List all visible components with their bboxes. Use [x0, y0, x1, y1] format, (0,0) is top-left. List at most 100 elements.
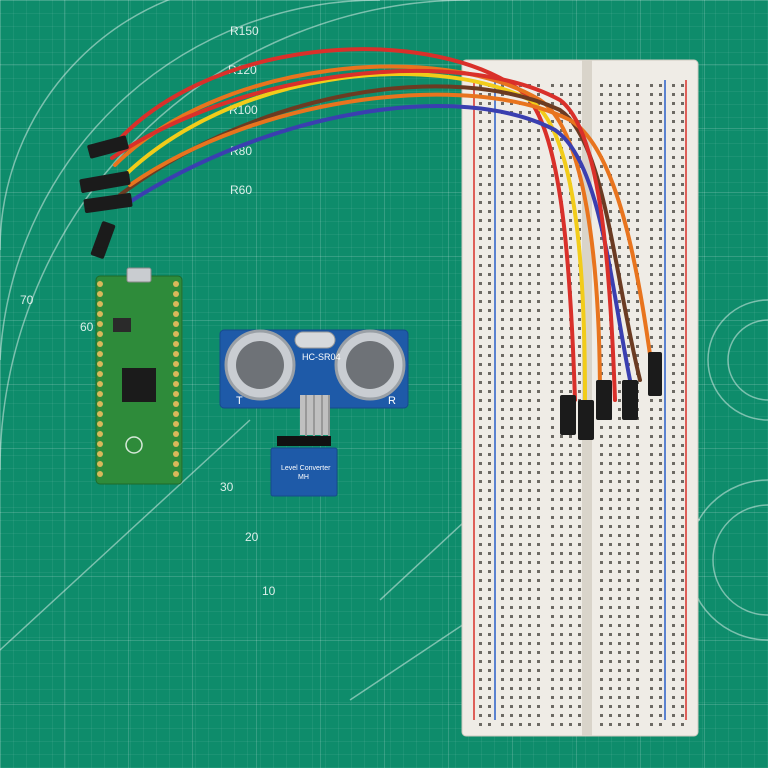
breadboard-hole [618, 156, 621, 159]
breadboard-hole [551, 147, 554, 150]
breadboard-hole [618, 471, 621, 474]
breadboard-hole [551, 624, 554, 627]
breadboard-hole [627, 174, 630, 177]
breadboard-hole [551, 264, 554, 267]
breadboard-hole [488, 651, 491, 654]
breadboard-hole [510, 237, 513, 240]
breadboard-hole [528, 120, 531, 123]
pico-pin [173, 461, 179, 467]
breadboard-hole [488, 282, 491, 285]
breadboard-hole [650, 480, 653, 483]
breadboard-hole [636, 255, 639, 258]
breadboard-hole [636, 84, 639, 87]
breadboard-hole [609, 201, 612, 204]
breadboard-hole [650, 318, 653, 321]
breadboard-hole [551, 444, 554, 447]
breadboard-hole [650, 588, 653, 591]
breadboard-hole [672, 606, 675, 609]
breadboard-hole [636, 237, 639, 240]
breadboard-hole [672, 462, 675, 465]
breadboard-hole [519, 327, 522, 330]
breadboard-hole [510, 561, 513, 564]
pico-pin [173, 371, 179, 377]
breadboard-hole [569, 696, 572, 699]
breadboard-hole [551, 102, 554, 105]
breadboard-hole [650, 498, 653, 501]
breadboard-hole [618, 336, 621, 339]
breadboard-hole [510, 444, 513, 447]
breadboard-hole [519, 597, 522, 600]
breadboard-hole [659, 723, 662, 726]
breadboard-hole [659, 660, 662, 663]
breadboard-hole [672, 633, 675, 636]
breadboard-hole [519, 174, 522, 177]
breadboard-hole [578, 588, 581, 591]
breadboard-hole [659, 282, 662, 285]
breadboard-hole [609, 615, 612, 618]
breadboard-hole [578, 498, 581, 501]
breadboard-hole [650, 336, 653, 339]
pico-pin [173, 291, 179, 297]
breadboard-hole [528, 498, 531, 501]
breadboard-hole [501, 417, 504, 420]
breadboard-hole [569, 534, 572, 537]
breadboard-hole [672, 228, 675, 231]
breadboard-hole [636, 210, 639, 213]
breadboard-hole [636, 534, 639, 537]
breadboard-hole [609, 426, 612, 429]
breadboard-hole [672, 417, 675, 420]
breadboard-hole [510, 579, 513, 582]
breadboard-hole [528, 246, 531, 249]
breadboard-hole [569, 480, 572, 483]
breadboard-hole [618, 579, 621, 582]
breadboard-hole [479, 543, 482, 546]
breadboard-hole [501, 498, 504, 501]
breadboard-hole [681, 291, 684, 294]
breadboard-hole [569, 462, 572, 465]
breadboard-hole [600, 174, 603, 177]
breadboard-hole [618, 480, 621, 483]
breadboard-hole [510, 687, 513, 690]
breadboard-hole [681, 282, 684, 285]
breadboard-hole [600, 84, 603, 87]
breadboard-hole [479, 552, 482, 555]
breadboard-hole [560, 606, 563, 609]
breadboard-hole [681, 408, 684, 411]
breadboard-hole [560, 291, 563, 294]
breadboard-hole [672, 435, 675, 438]
breadboard-hole [618, 228, 621, 231]
breadboard-hole [479, 588, 482, 591]
breadboard-hole [609, 129, 612, 132]
breadboard-hole [501, 579, 504, 582]
breadboard-hole [569, 129, 572, 132]
breadboard-hole [627, 93, 630, 96]
breadboard-hole [560, 705, 563, 708]
breadboard-hole [519, 714, 522, 717]
breadboard-hole [551, 723, 554, 726]
breadboard-hole [681, 660, 684, 663]
breadboard-hole [636, 705, 639, 708]
breadboard-hole [537, 183, 540, 186]
breadboard-hole [659, 417, 662, 420]
breadboard-hole [659, 210, 662, 213]
breadboard-hole [650, 228, 653, 231]
breadboard-hole [537, 552, 540, 555]
breadboard-hole [479, 372, 482, 375]
breadboard-hole [560, 174, 563, 177]
breadboard-hole [672, 696, 675, 699]
breadboard-hole [672, 120, 675, 123]
breadboard-hole [627, 579, 630, 582]
breadboard-hole [650, 237, 653, 240]
breadboard-hole [618, 183, 621, 186]
breadboard-hole [600, 93, 603, 96]
breadboard-hole [659, 165, 662, 168]
breadboard-hole [501, 651, 504, 654]
breadboard-hole [510, 615, 513, 618]
breadboard-hole [650, 651, 653, 654]
breadboard-hole [636, 552, 639, 555]
breadboard-hole [578, 561, 581, 564]
breadboard-hole [600, 291, 603, 294]
breadboard-hole [672, 669, 675, 672]
breadboard-hole [578, 291, 581, 294]
breadboard-hole [510, 507, 513, 510]
